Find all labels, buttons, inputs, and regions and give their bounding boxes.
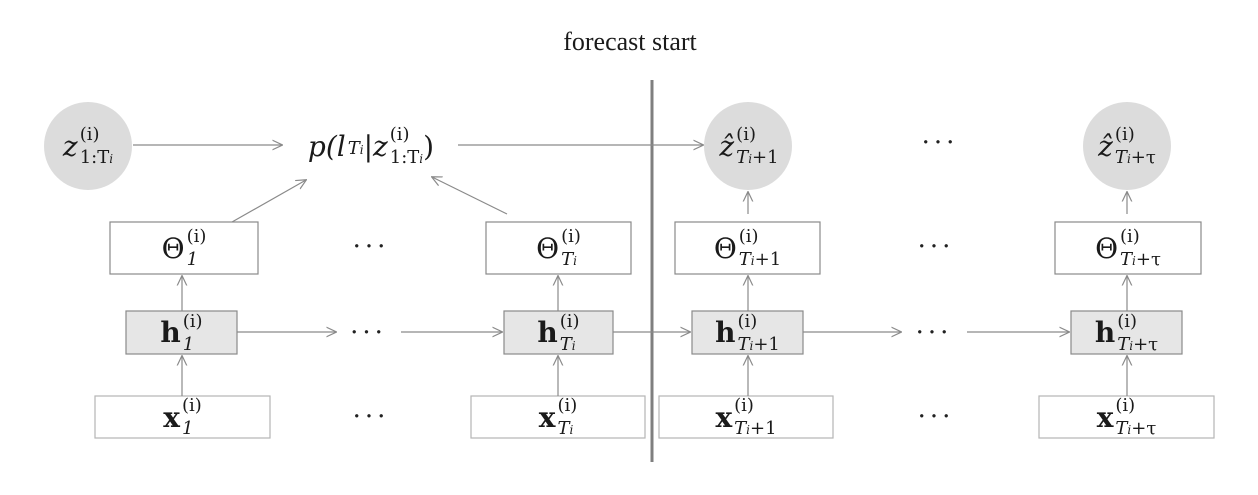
theta-Ttau-box <box>1054 221 1202 275</box>
h-T1-box <box>691 310 804 355</box>
ellipsis-theta-right: ··· <box>917 232 955 262</box>
x-T1-box <box>658 395 834 439</box>
predicted-z-next-label: ẑ(i)Ti+1 <box>719 124 779 168</box>
x-T-box <box>470 395 646 439</box>
x-T1-label: x(i)Ti+1 <box>715 395 777 439</box>
predicted-z-tau-label: ẑ(i)Ti+τ <box>1098 124 1156 168</box>
theta-Ttau-label: Θ(i)Ti+τ <box>1095 226 1161 270</box>
observed-z-label: z(i)1:Ti <box>62 124 114 168</box>
h-T1-label: h(i)Ti+1 <box>715 310 780 355</box>
theta-1-box <box>109 221 259 275</box>
ellipsis-h-right: ··· <box>915 318 953 348</box>
ellipsis-theta-left: ··· <box>352 232 390 262</box>
h-T-box <box>503 310 614 355</box>
x-1-box <box>94 395 271 439</box>
h-Ttau-label: h(i)Ti+τ <box>1094 310 1159 355</box>
ellipsis-h-left: ··· <box>350 318 387 348</box>
theta-T-box <box>485 221 632 275</box>
h-Ttau-box <box>1070 310 1183 355</box>
h-1-box <box>125 310 238 355</box>
x-1-label: x(i)1 <box>163 395 202 439</box>
arrow-thetaT-to-likelihood <box>432 177 508 215</box>
x-Ttau-box <box>1038 395 1215 439</box>
ellipsis-x-left: ··· <box>352 402 390 432</box>
predicted-z-tau-node <box>1083 102 1171 190</box>
forecast-start-label: forecast start <box>563 27 697 56</box>
theta-T1-box <box>674 221 821 275</box>
arrow-theta1-to-likelihood <box>231 180 306 223</box>
ellipsis-top-right: ··· <box>921 128 959 158</box>
x-Ttau-label: x(i)Ti+τ <box>1096 395 1157 439</box>
h-T-label: h(i)Ti <box>537 310 580 355</box>
ellipsis-x-right: ··· <box>917 402 955 432</box>
predicted-z-next-node <box>704 102 792 190</box>
theta-1-label: Θ(i)1 <box>161 226 207 270</box>
h-1-label: h(i)1 <box>160 310 203 355</box>
observed-z-node <box>44 102 132 190</box>
theta-T-label: Θ(i)Ti <box>536 226 581 270</box>
likelihood-label: p(l Ti|z(i)1:Ti) <box>307 124 435 168</box>
x-T-label: x(i)Ti <box>538 395 578 439</box>
theta-T1-label: Θ(i)Ti+1 <box>713 226 782 270</box>
